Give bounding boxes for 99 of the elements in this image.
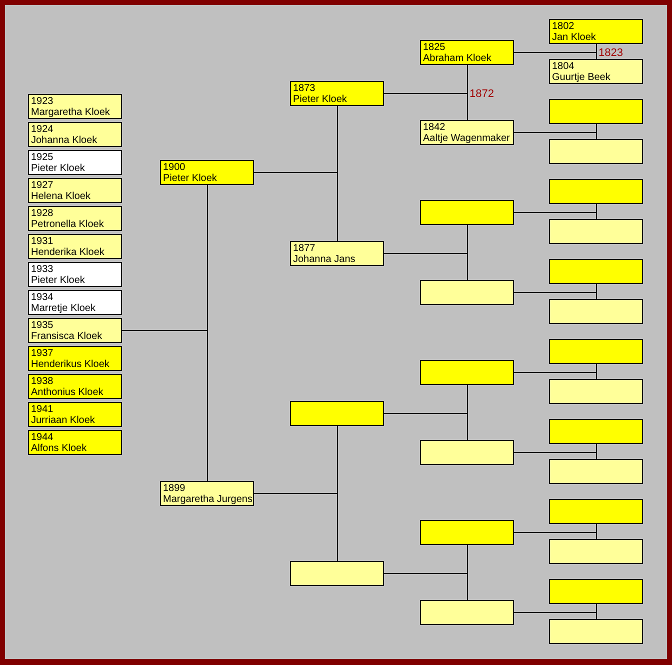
- birth-year: 1944: [31, 432, 54, 443]
- person-box: [28, 318, 122, 343]
- connector-line: [384, 93, 468, 120]
- person-name: Marretje Kloek: [31, 303, 96, 314]
- birth-year: 1923: [31, 96, 54, 107]
- empty-person-box: [549, 419, 643, 444]
- connector-line: [514, 452, 597, 460]
- empty-person-box: [420, 520, 514, 545]
- connector-line: [514, 212, 597, 220]
- person-name: Pieter Kloek: [163, 173, 217, 184]
- connector-line: [254, 172, 338, 242]
- birth-year: 1927: [31, 180, 54, 191]
- person-name: Jurriaan Kloek: [31, 415, 95, 426]
- empty-person-box: [420, 280, 514, 305]
- person-name: Aaltje Wagenmaker: [423, 133, 510, 144]
- empty-person-box: [549, 99, 643, 124]
- person-box: [160, 160, 254, 185]
- person-name: Petronella Kloek: [31, 219, 104, 230]
- person-name: Margaretha Jurgens: [163, 494, 252, 505]
- person-box: [160, 481, 254, 506]
- person-box: [28, 290, 122, 315]
- person-box: [290, 241, 384, 266]
- person-name: Pieter Kloek: [31, 275, 85, 286]
- connector-line: [122, 330, 208, 482]
- empty-person-box: [290, 401, 384, 426]
- empty-person-box: [549, 579, 643, 604]
- empty-person-box: [420, 200, 514, 225]
- person-box: [290, 81, 384, 106]
- person-name: Alfons Kloek: [31, 443, 87, 454]
- birth-year: 1935: [31, 320, 54, 331]
- empty-person-box: [549, 499, 643, 524]
- connector-line: [514, 292, 597, 300]
- connector-line: [384, 253, 468, 280]
- birth-year: 1900: [163, 162, 186, 173]
- birth-year: 1802: [552, 21, 574, 32]
- connector-line: [514, 372, 597, 380]
- empty-person-box: [549, 139, 643, 164]
- empty-person-box: [420, 360, 514, 385]
- birth-year: 1934: [31, 292, 54, 303]
- birth-year: 1925: [31, 152, 54, 163]
- birth-year: 1937: [31, 348, 54, 359]
- birth-year: 1938: [31, 376, 54, 387]
- person-name: Abraham Kloek: [423, 53, 492, 64]
- empty-person-box: [549, 539, 643, 564]
- birth-year: 1933: [31, 264, 54, 275]
- connector-line: [254, 493, 338, 562]
- birth-year: 1842: [423, 122, 446, 133]
- person-box: [28, 178, 122, 203]
- person-box: [549, 19, 643, 44]
- birth-year: 1928: [31, 208, 54, 219]
- person-box: [28, 346, 122, 371]
- birth-year: 1804: [552, 61, 574, 72]
- birth-year: 1877: [293, 243, 316, 254]
- empty-person-box: [420, 440, 514, 465]
- empty-person-box: [549, 459, 643, 484]
- person-name: Johanna Jans: [293, 254, 356, 265]
- empty-person-box: [420, 600, 514, 625]
- person-name: Jan Kloek: [552, 32, 596, 43]
- person-box: [28, 430, 122, 455]
- person-box: [28, 262, 122, 287]
- empty-person-box: [549, 619, 643, 644]
- person-name: Margaretha Kloek: [31, 107, 110, 118]
- person-name: Henderika Kloek: [31, 247, 104, 258]
- person-name: Anthonius Kloek: [31, 387, 104, 398]
- person-name: Helena Kloek: [31, 191, 90, 202]
- person-box: [28, 122, 122, 147]
- person-box: [28, 402, 122, 427]
- empty-person-box: [549, 339, 643, 364]
- connector-line: [514, 612, 597, 620]
- empty-person-box: [549, 299, 643, 324]
- empty-person-box: [290, 561, 384, 586]
- birth-year: 1899: [163, 483, 186, 494]
- connector-line: [514, 532, 597, 540]
- person-box: [28, 150, 122, 175]
- connector-line: [384, 413, 468, 440]
- birth-year: 1941: [31, 404, 54, 415]
- person-box: [549, 59, 643, 84]
- birth-year: 1825: [423, 42, 446, 53]
- person-name: Pieter Kloek: [293, 94, 347, 105]
- person-name: Henderikus Kloek: [31, 359, 110, 370]
- connector-line: [384, 573, 468, 600]
- empty-person-box: [549, 179, 643, 204]
- person-box: [28, 234, 122, 259]
- person-box: [420, 40, 514, 65]
- connector-line: [514, 132, 597, 140]
- empty-person-box: [549, 259, 643, 284]
- person-box: [28, 206, 122, 231]
- birth-year: 1931: [31, 236, 54, 247]
- birth-year: 1924: [31, 124, 54, 135]
- birth-year: 1873: [293, 83, 316, 94]
- person-name: Johanna Kloek: [31, 135, 98, 146]
- empty-person-box: [549, 379, 643, 404]
- person-box: [28, 94, 122, 119]
- empty-person-box: [549, 219, 643, 244]
- person-name: Guurtje Beek: [552, 72, 610, 83]
- person-box: [420, 120, 514, 145]
- person-name: Pieter Kloek: [31, 163, 85, 174]
- person-name: Fransisca Kloek: [31, 331, 102, 342]
- person-box: [28, 374, 122, 399]
